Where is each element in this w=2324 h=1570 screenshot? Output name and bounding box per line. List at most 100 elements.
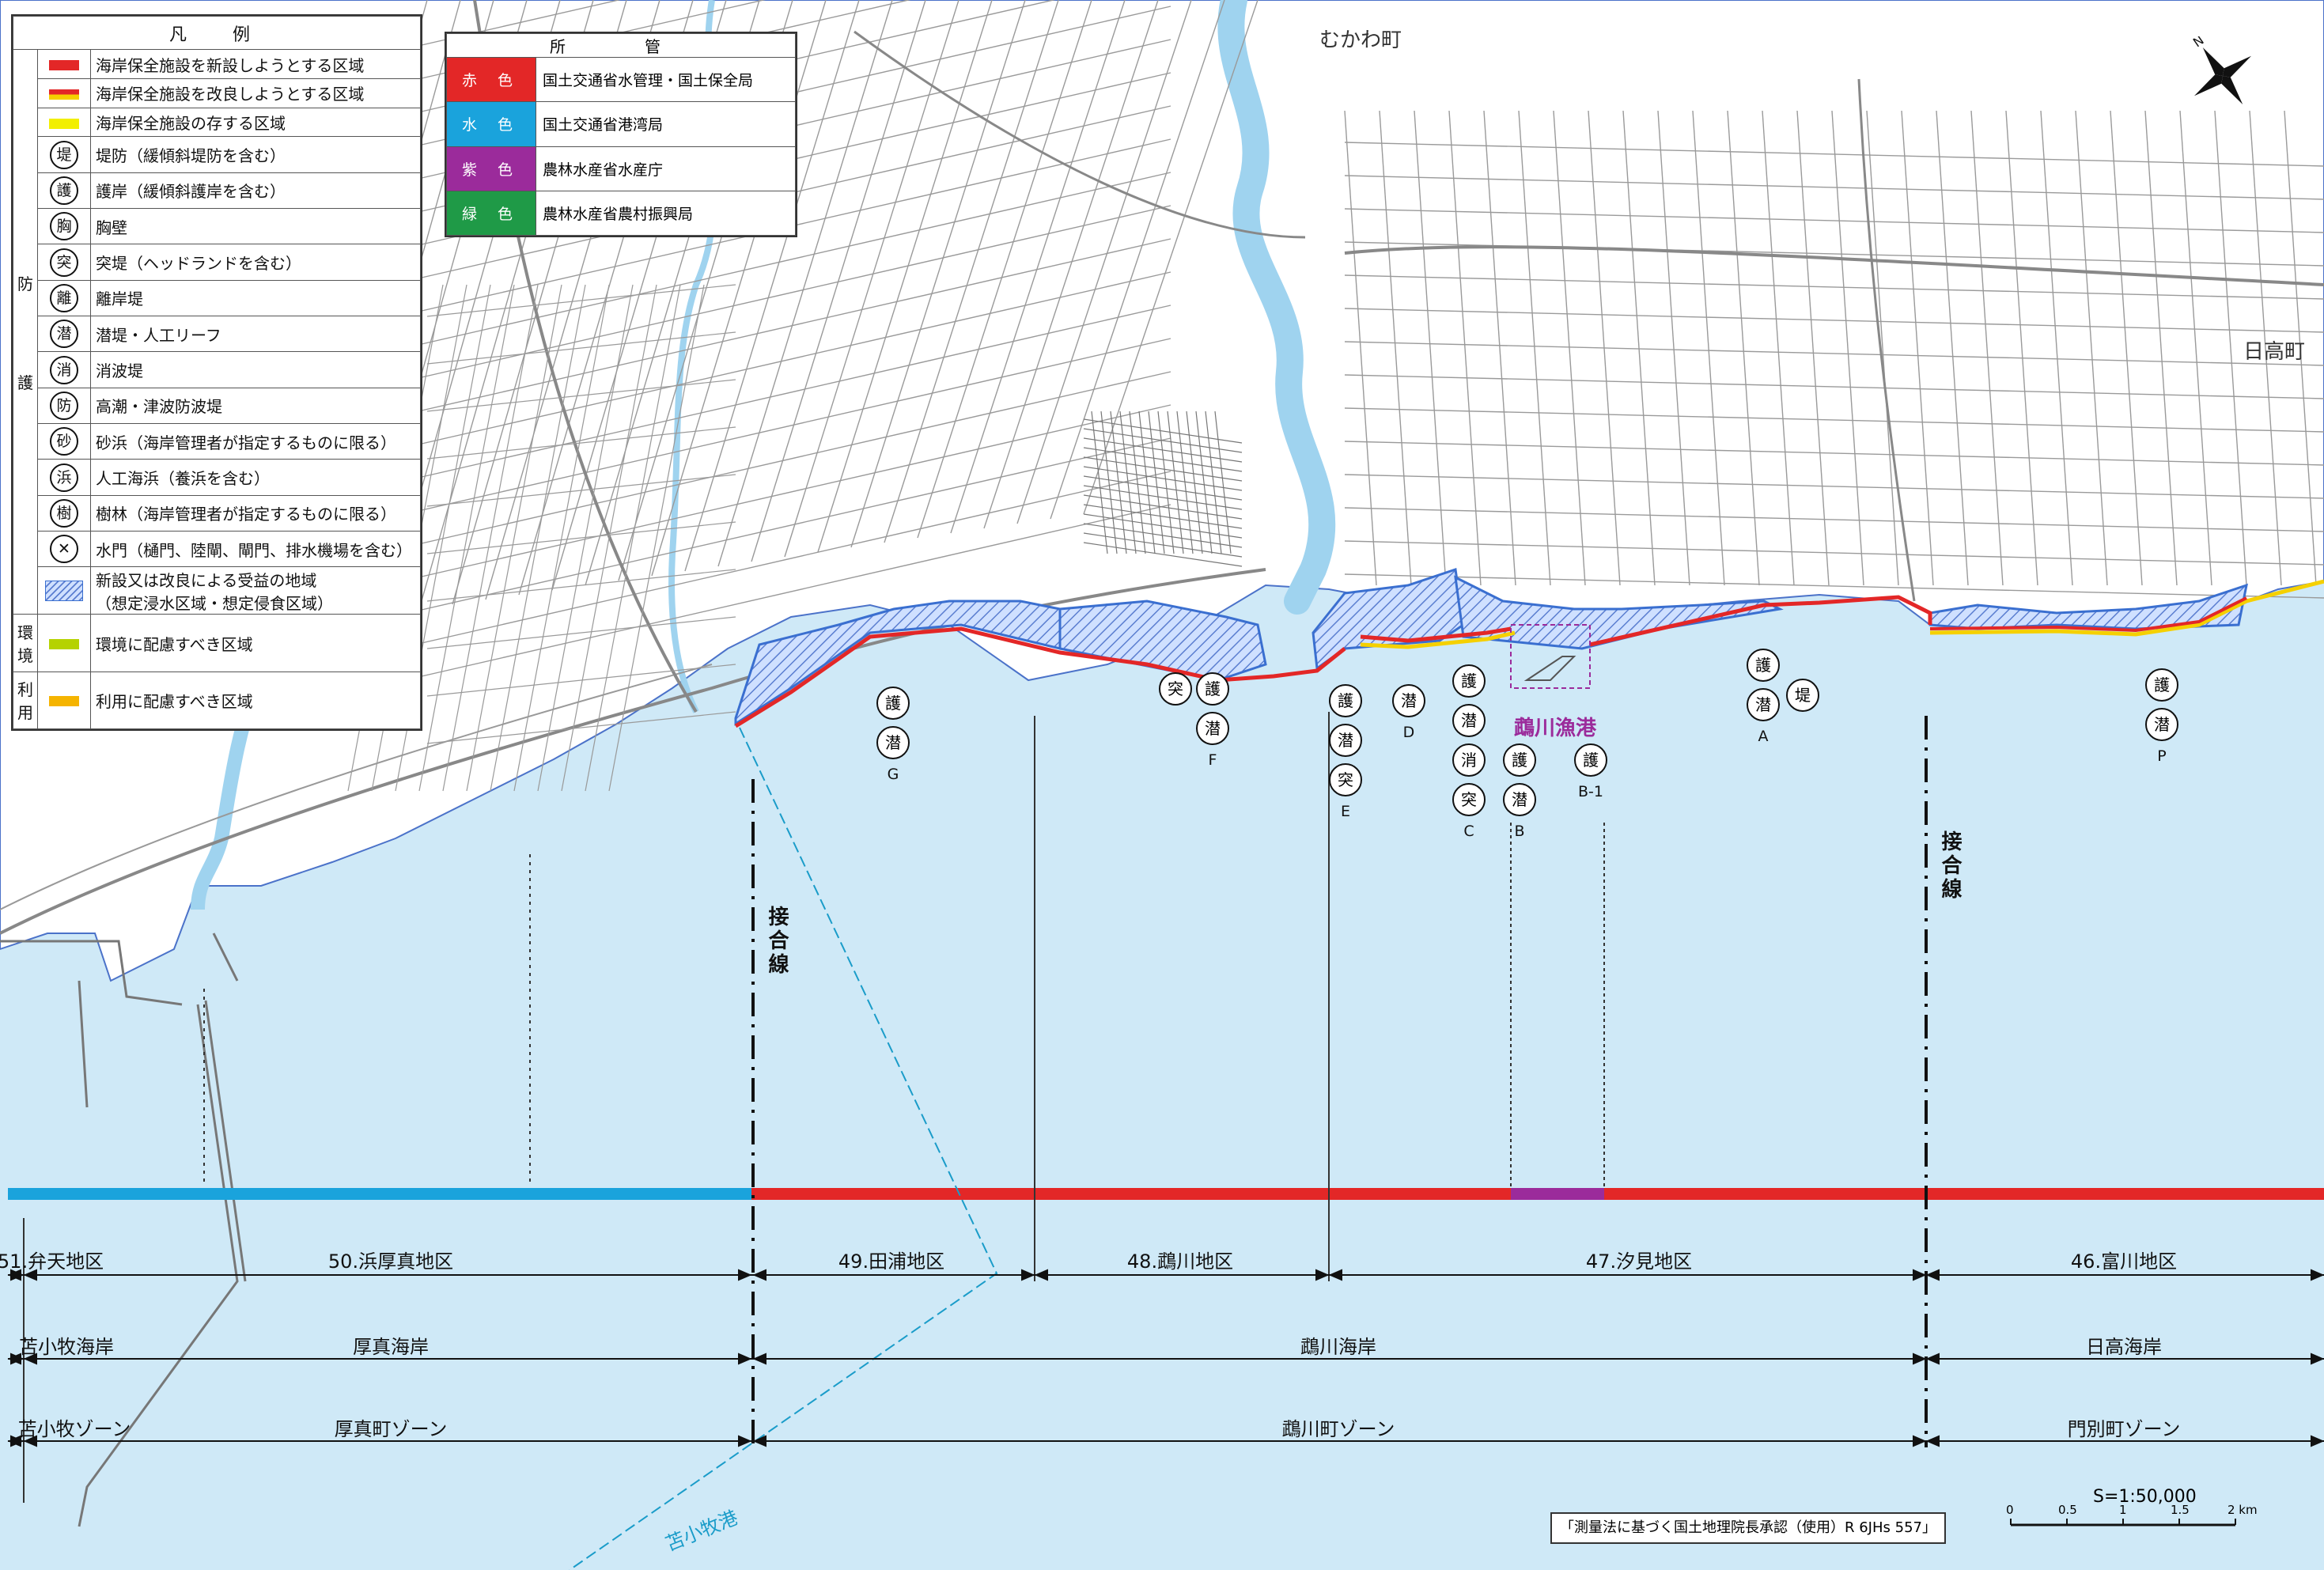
legend-label: 潜堤・人工リーフ	[90, 316, 421, 353]
facility-symbol: 護	[1329, 684, 1362, 717]
legend-row: 潜潜堤・人工リーフ	[13, 316, 421, 353]
scale-graphic	[2010, 1519, 2236, 1526]
facility-label: B-1	[1578, 783, 1603, 800]
legend-row: 胸胸壁	[13, 208, 421, 245]
legend-row: 防高潮・津波防波堤	[13, 387, 421, 425]
scale-tick: 1.5	[2171, 1503, 2190, 1517]
legend-title: 凡 例	[13, 15, 421, 51]
facility-label: C	[1463, 823, 1474, 840]
town-hidaka: 日高町	[2243, 340, 2306, 364]
facility-symbol: 潜	[1503, 783, 1536, 816]
facility-symbol: 潜	[1329, 724, 1362, 757]
zone-label: 鵡川町ゾーン	[1281, 1418, 1395, 1440]
facility-symbol: 潜	[1747, 688, 1780, 721]
juris-agency-red: 国土交通省水管理・国土保全局	[536, 56, 796, 103]
legend-label: 突堤（ヘッドランドを含む）	[90, 244, 421, 281]
legend-row: ✕水門（樋門、陸閘、閘門、排水機場を含む）	[13, 531, 421, 568]
coast-label: 日高海岸	[2086, 1336, 2162, 1358]
facility-symbol: 突	[1329, 763, 1362, 796]
facility-symbol: 突	[1159, 672, 1192, 706]
coastal-facility-lines	[734, 579, 2324, 728]
legend-symbol: 突	[37, 244, 91, 281]
district-label: 48.鵡川地区	[1126, 1250, 1234, 1273]
facility-symbol: 護	[1452, 664, 1486, 698]
legend-label: 胸壁	[90, 208, 421, 245]
juris-color-purple: 紫 色	[446, 146, 536, 191]
jurisdiction-box: 所 管 赤 色 国土交通省水管理・国土保全局 水 色 国土交通省港湾局 紫 色 …	[445, 32, 797, 237]
legend-label: 堤防（緩傾斜堤防を含む）	[90, 136, 421, 173]
facility-label: F	[1208, 751, 1217, 769]
tomakomai-port-limit	[569, 727, 998, 1570]
legend-symbol: 消	[37, 351, 91, 388]
legend-symbol	[37, 614, 91, 672]
legend-label: 新設又は改良による受益の地域（想定浸水区域・想定侵食区域）	[90, 566, 421, 615]
facility-label: A	[1758, 728, 1769, 745]
facility-label: D	[1402, 724, 1415, 741]
legend-symbol	[37, 566, 91, 615]
district-label: 51.弁天地区	[0, 1250, 104, 1273]
legend-row: 堤堤防（緩傾斜堤防を含む）	[13, 136, 421, 173]
facility-group: 堤	[1786, 679, 1819, 718]
scale-tick: 0.5	[2058, 1503, 2077, 1517]
district-label: 49.田浦地区	[838, 1250, 945, 1273]
legend-symbol	[37, 671, 91, 730]
juris-color-red: 赤 色	[446, 56, 536, 103]
legend-row: 砂砂浜（海岸管理者が指定するものに限る）	[13, 423, 421, 460]
facility-label: P	[2157, 747, 2167, 765]
zone-label: 門別町ゾーン	[2067, 1418, 2181, 1440]
facility-symbol: 護	[1196, 672, 1229, 706]
legend-symbol: 潜	[37, 316, 91, 353]
range-arrows	[7, 1269, 2324, 1447]
legend-symbol: 護	[37, 172, 91, 210]
legend-label: 環境に配慮すべき区域	[90, 614, 421, 672]
legend-symbol-circle: 浜	[50, 463, 78, 492]
facility-symbol: 護	[2145, 668, 2178, 702]
legend-row: 防護海岸保全施設を新設しようとする区域	[13, 49, 421, 615]
legend-category-environment: 環境	[13, 614, 38, 672]
legend-row: 新設又は改良による受益の地域（想定浸水区域・想定侵食区域）	[13, 566, 421, 615]
town-mukawa: むかわ町	[1319, 28, 1402, 52]
jurisdiction-bar	[8, 1188, 2324, 1200]
district-boundaries	[23, 712, 1605, 1503]
facility-symbol: 潜	[2145, 708, 2178, 741]
legend-symbol	[37, 49, 91, 79]
legend-label: 海岸保全施設を改良しようとする区域	[90, 78, 421, 108]
legend-symbol-circle: 離	[50, 283, 78, 312]
legend-symbol-circle: 胸	[50, 212, 78, 241]
facility-symbol: 消	[1452, 743, 1486, 777]
legend-label: 砂浜（海岸管理者が指定するものに限る）	[90, 423, 421, 460]
facility-symbol: 護	[876, 687, 910, 720]
legend-label: 水門（樋門、陸閘、閘門、排水機場を含む）	[90, 531, 421, 568]
facility-label: E	[1340, 803, 1350, 820]
zone-label: 厚真町ゾーン	[334, 1418, 448, 1440]
legend-symbol: 離	[37, 279, 91, 317]
junction-label-2: 接合線	[1938, 830, 1962, 902]
legend-row: 消消波堤	[13, 351, 421, 388]
junction-lines	[751, 716, 1928, 1447]
legend-label: 利用に配慮すべき区域	[90, 671, 421, 730]
legend-category-use: 利用	[13, 671, 38, 730]
legend-category-defense: 防護	[13, 49, 38, 615]
legend-row: 護護岸（緩傾斜護岸を含む）	[13, 172, 421, 210]
tomakomai-harbor	[0, 933, 247, 1527]
facility-symbol: 潜	[1392, 684, 1425, 717]
juris-agency-green: 農林水産省農村振興局	[536, 190, 796, 236]
scale-bar: S=1:50,000 0 0.5 1 1.5 2 km	[2006, 1487, 2275, 1550]
scale-tick: 0	[2006, 1503, 2014, 1517]
legend-symbol	[37, 78, 91, 108]
facility-symbol: 潜	[1452, 704, 1486, 737]
legend-label: 消波堤	[90, 351, 421, 388]
legend-box: 凡 例 防護海岸保全施設を新設しようとする区域海岸保全施設を改良しようとする区域…	[11, 14, 422, 731]
facility-label: B	[1514, 823, 1525, 840]
facility-symbol: 堤	[1786, 679, 1819, 712]
legend-symbol-circle: 堤	[50, 140, 78, 169]
district-label: 47.汐見地区	[1585, 1250, 1693, 1273]
legend-row: 海岸保全施設の存する区域	[13, 107, 421, 138]
north-arrow-icon: N	[2190, 36, 2252, 105]
legend-symbol-circle: 樹	[50, 498, 78, 528]
legend-label: 樹林（海岸管理者が指定するものに限る）	[90, 494, 421, 532]
